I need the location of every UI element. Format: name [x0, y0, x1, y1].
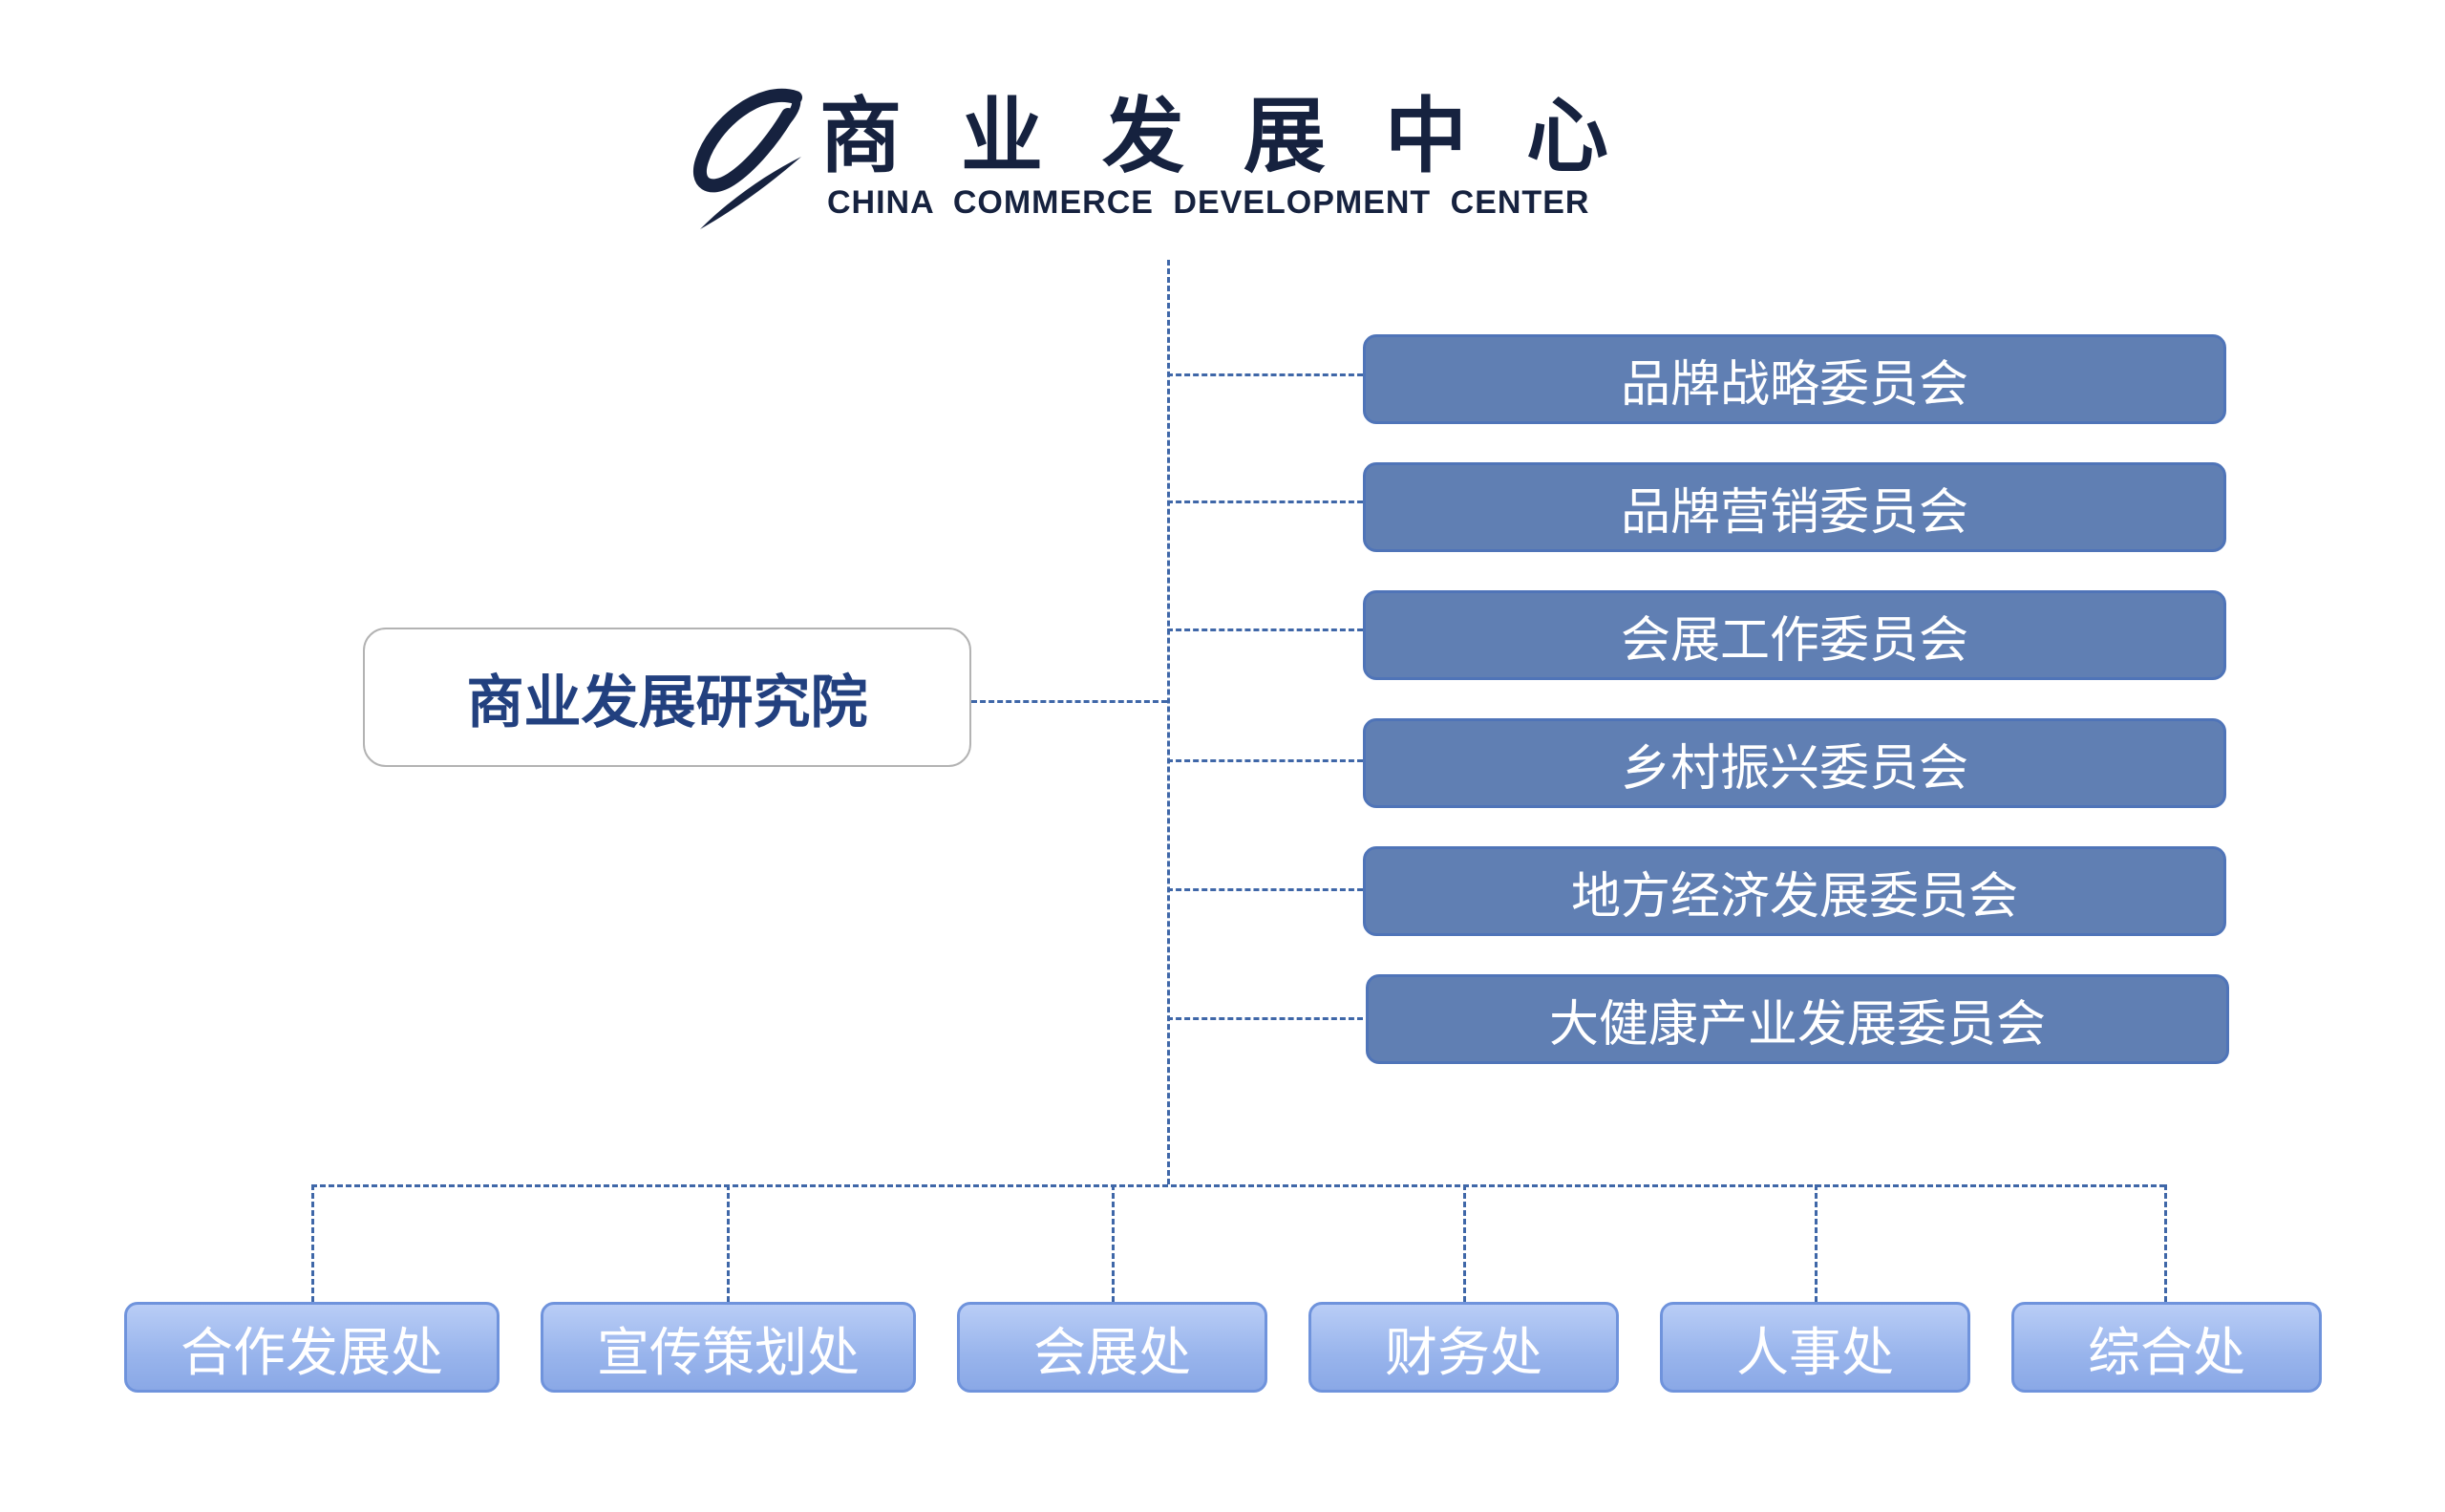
- committee-connector: [1167, 500, 1363, 503]
- department-node-personnel: 人事处: [1660, 1302, 1970, 1393]
- department-node-general-affairs: 综合处: [2011, 1302, 2322, 1393]
- center-title-english: CHINA COMMERCE DEVELOPMENT CENTER: [827, 184, 1590, 221]
- committee-connector: [1167, 373, 1363, 376]
- department-node-finance: 财务处: [1308, 1302, 1619, 1393]
- department-connector: [2164, 1184, 2167, 1302]
- committee-node-brand-marketing: 品牌营销委员会: [1363, 462, 2226, 552]
- department-node-publicity: 宣传策划处: [541, 1302, 916, 1393]
- department-connector: [1463, 1184, 1466, 1302]
- department-connector: [1815, 1184, 1818, 1302]
- institute-node: 商业发展研究院: [363, 628, 971, 767]
- department-connector: [727, 1184, 730, 1302]
- committee-node-local-economy: 地方经济发展委员会: [1363, 846, 2226, 936]
- committee-connector: [1167, 759, 1363, 762]
- committee-node-brand-strategy: 品牌战略委员会: [1363, 334, 2226, 424]
- center-title-chinese: 商业发展中心: [819, 88, 1668, 184]
- department-bus-connector: [311, 1184, 2165, 1187]
- committee-node-rural-revitalization: 乡村振兴委员会: [1363, 718, 2226, 808]
- department-node-cooperation: 合作发展处: [124, 1302, 500, 1393]
- institute-connector: [971, 700, 1167, 703]
- committee-connector: [1167, 1017, 1363, 1020]
- department-connector: [1112, 1184, 1115, 1302]
- committee-connector: [1167, 888, 1363, 891]
- trunk-connector: [1167, 260, 1170, 1184]
- department-node-exhibition: 会展处: [957, 1302, 1267, 1393]
- committee-node-exhibition: 会展工作委员会: [1363, 590, 2226, 680]
- committee-connector: [1167, 628, 1363, 631]
- logo-icon: [692, 86, 807, 239]
- department-connector: [311, 1184, 314, 1302]
- committee-node-health-industry: 大健康产业发展委员会: [1366, 974, 2229, 1064]
